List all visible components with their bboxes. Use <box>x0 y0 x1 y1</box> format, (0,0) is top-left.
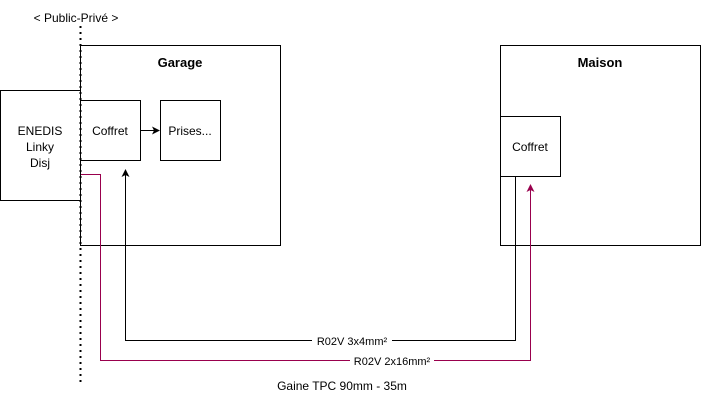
enedis-label-1: ENEDIS <box>18 124 63 138</box>
boundary-label-bg <box>30 10 130 26</box>
red-cable-line <box>81 174 535 361</box>
garage-title: Garage <box>158 55 203 70</box>
maison-coffret-label: Coffret <box>512 140 548 154</box>
conduit-label: Gaine TPC 90mm - 35m <box>277 379 407 393</box>
maison-coffret-box <box>500 116 561 177</box>
boundary-label: < Public-Privé > <box>34 11 119 25</box>
red-cable-label-bg <box>350 354 434 367</box>
garage-prises-box <box>160 100 221 161</box>
enedis-label-2: Linky <box>26 140 54 154</box>
red-cable-label: R02V 2x16mm² <box>354 356 431 368</box>
enedis-box <box>0 90 81 201</box>
enedis-label-3: Disj <box>30 156 50 170</box>
garage-coffret-box <box>80 100 141 161</box>
black-cable-label-bg <box>312 334 392 347</box>
black-cable-label: R02V 3x4mm² <box>317 336 388 348</box>
garage-prises-label: Prises... <box>168 124 211 138</box>
garage-coffret-label: Coffret <box>92 124 128 138</box>
maison-title: Maison <box>578 55 623 70</box>
